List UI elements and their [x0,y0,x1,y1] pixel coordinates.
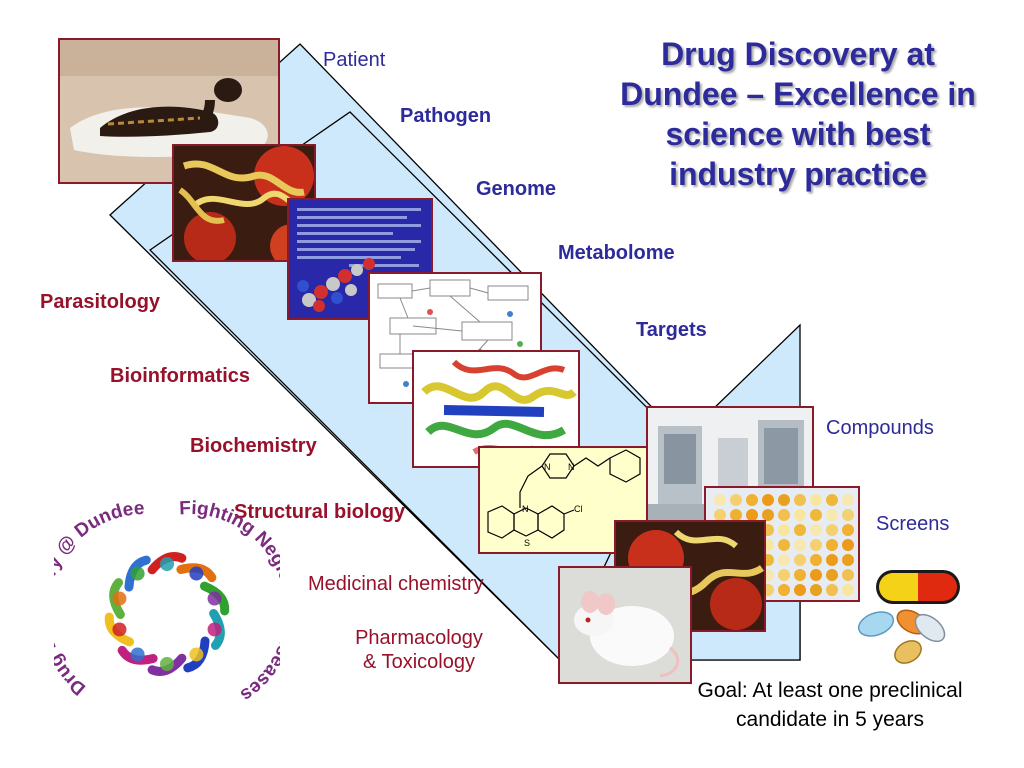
goal-line-2: candidate in 5 years [736,708,924,731]
logo-text-right: Fighting Neglected Diseases [179,498,280,706]
label-structural-biology: Structural biology [234,501,406,523]
label-compounds: Compounds [826,417,934,439]
goal-line-1: Goal: At least one preclinical [697,679,963,702]
label-medicinal-chemistry: Medicinal chemistry [308,573,484,595]
label-targets: Targets [636,319,707,341]
label-pathogen: Pathogen [400,105,492,127]
label-patient: Patient [323,49,386,71]
svg-text:Drug Discovery @ Dundee: Drug Discovery @ Dundee [54,498,145,699]
label-pharmacology-line1: Pharmacology [355,627,483,649]
svg-text:Fighting Neglected Diseases: Fighting Neglected Diseases [179,498,280,706]
label-pharmacology-line2: & Toxicology [363,651,475,673]
molecule-n3: N [522,504,529,514]
molecule-cl: Cl [574,504,583,514]
protein-ring-icon [104,552,230,676]
mouse-image [560,568,690,682]
photo-pathogen [172,144,316,262]
molecule-n2: N [568,462,575,472]
label-bioinformatics: Bioinformatics [110,365,251,387]
label-genome: Genome [476,178,557,200]
label-metabolome: Metabolome [558,242,675,264]
label-parasitology: Parasitology [40,291,161,313]
molecule-s: S [524,538,530,548]
patient-image [60,40,278,182]
label-biochemistry: Biochemistry [190,435,317,457]
logo-text-left: Drug Discovery @ Dundee [54,498,145,699]
label-screens: Screens [876,513,950,535]
pills-icon [857,570,960,664]
label-pharmacology: Pharmacology & Toxicology [334,626,504,674]
goal-statement: Goal: At least one preclinical candidate… [656,676,1004,734]
drug-discovery-logo: Drug Discovery @ Dundee Fighting Neglect… [54,498,280,706]
photo-patient [58,38,280,184]
molecule-n1: N [544,462,551,472]
photo-pharmacology-mouse [558,566,692,684]
page-title: Drug Discovery at Dundee – Excellence in… [620,36,976,192]
